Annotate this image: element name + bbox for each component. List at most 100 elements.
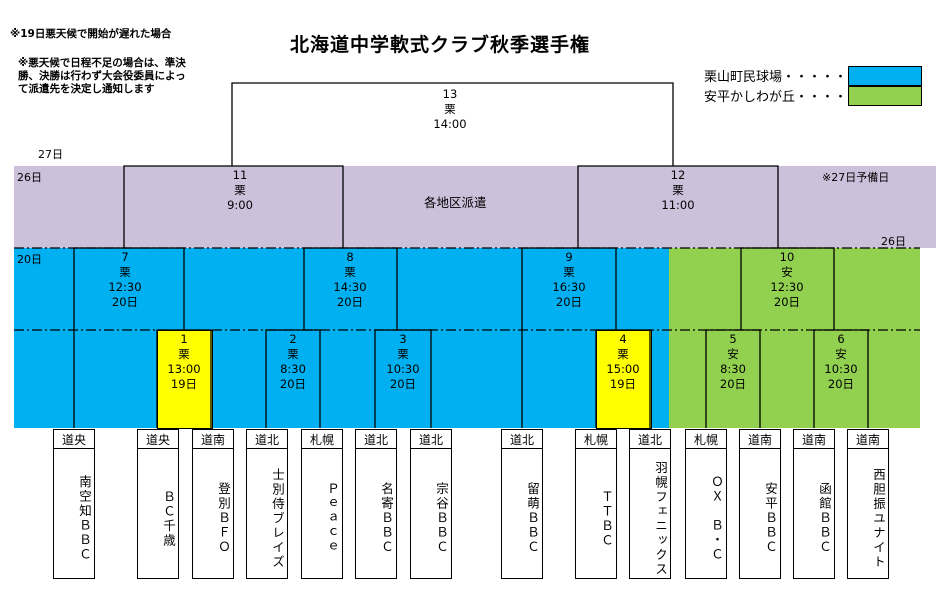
- game-8-day: 20日: [336, 295, 364, 309]
- game-4-time: 15:00: [606, 362, 640, 376]
- kuriyama-band: [14, 248, 669, 428]
- game-13-venue: 栗: [444, 102, 456, 116]
- game-5-venue: 安: [727, 347, 739, 361]
- game-12: 12 栗 11:00: [648, 168, 708, 213]
- reserve-day-note: ※27日予備日: [822, 171, 890, 184]
- game-4-number: 4: [619, 332, 627, 346]
- legend-kuriyama-label: 栗山町民球場・・・・・・: [704, 70, 861, 85]
- game-12-number: 12: [670, 168, 686, 182]
- game-4-venue: 栗: [617, 347, 629, 361]
- team-11-region: 札幌: [685, 429, 727, 449]
- legend-abira-label: 安平かしわが丘・・・・・: [704, 90, 861, 105]
- game-6-time: 10:30: [824, 362, 858, 376]
- team-6-name-text: 名寄ＢＢＣ: [379, 482, 394, 555]
- game-10-venue: 安: [781, 265, 793, 279]
- game-3: 3 栗 10:30 20日: [373, 332, 433, 392]
- team-4-name-text: 士別侍ブレイズ: [270, 467, 285, 570]
- team-3-region: 道南: [192, 429, 234, 449]
- game-1-cell: [157, 330, 213, 429]
- team-13-name: 函館ＢＢＣ: [793, 449, 835, 579]
- game-9-day: 20日: [555, 295, 583, 309]
- legend-abira-swatch: [848, 86, 922, 106]
- date-20: 20日: [17, 253, 42, 266]
- game-11-time: 9:00: [227, 198, 253, 212]
- game-12-time: 11:00: [661, 198, 695, 212]
- team-1-name: 南空知ＢＢＣ: [53, 449, 95, 579]
- game-10-number: 10: [779, 250, 795, 264]
- game-6-day: 20日: [827, 377, 855, 391]
- team-13-region: 道南: [793, 429, 835, 449]
- game-2-number: 2: [289, 332, 297, 346]
- game-2-day: 20日: [279, 377, 307, 391]
- game-4: 4 栗 15:00 19日: [593, 332, 653, 392]
- game-9-number: 9: [565, 250, 573, 264]
- team-6-name: 名寄ＢＢＣ: [355, 449, 397, 579]
- game-2-venue: 栗: [287, 347, 299, 361]
- game-7-day: 20日: [111, 295, 139, 309]
- game-6: 6 安 10:30 20日: [811, 332, 871, 392]
- game-13: 13 栗 14:00: [420, 87, 480, 132]
- game-7-number: 7: [121, 250, 129, 264]
- team-10-region: 道北: [629, 429, 671, 449]
- game-4-day: 19日: [609, 377, 637, 391]
- legend-kuriyama-swatch: [848, 66, 922, 86]
- note-line3: 勝、決勝は行わず大会役委員によっ: [18, 70, 186, 82]
- abira-band: [669, 248, 920, 428]
- page-title: 北海道中学軟式クラブ秋季選手権: [290, 34, 591, 56]
- team-8-region: 道北: [501, 429, 543, 449]
- game-11-venue: 栗: [234, 183, 246, 197]
- game-6-venue: 安: [835, 347, 847, 361]
- team-14-region: 道南: [847, 429, 889, 449]
- game-5-day: 20日: [719, 377, 747, 391]
- game-1-day: 19日: [170, 377, 198, 391]
- game-8-number: 8: [346, 250, 354, 264]
- team-14-name: 西胆振ユナイト: [847, 449, 889, 579]
- game-1-number: 1: [180, 332, 188, 346]
- team-11-name: ＯＸ Ｂ・Ｃ: [685, 449, 727, 579]
- game-3-venue: 栗: [397, 347, 409, 361]
- game-9: 9 栗 16:30 20日: [539, 250, 599, 310]
- game-9-time: 16:30: [552, 280, 586, 294]
- game-10-time: 12:30: [770, 280, 804, 294]
- team-1-region: 道央: [53, 429, 95, 449]
- team-7-name-text: 宗谷ＢＢＣ: [434, 482, 449, 555]
- game-11: 11 栗 9:00: [210, 168, 270, 213]
- game-2-time: 8:30: [280, 362, 306, 376]
- game-1: 1 栗 13:00 19日: [154, 332, 214, 392]
- date-27: 27日: [38, 148, 63, 161]
- game-9-venue: 栗: [563, 265, 575, 279]
- team-4-region: 道北: [246, 429, 288, 449]
- game-8-venue: 栗: [344, 265, 356, 279]
- team-8-name-text: 留萌ＢＢＣ: [525, 482, 540, 555]
- note-line2: ※悪天候で日程不足の場合は、準決: [18, 57, 186, 69]
- game-2: 2 栗 8:30 20日: [263, 332, 323, 392]
- team-2-name: ＢＣ千歳: [137, 449, 179, 579]
- team-10-name-text: 羽幌フェニックス: [653, 460, 668, 577]
- date-26-right: 26日: [881, 235, 906, 248]
- game-10-day: 20日: [773, 295, 801, 309]
- team-14-name-text: 西胆振ユナイト: [871, 467, 886, 570]
- team-5-name: Ｐｅａｃｅ: [301, 449, 343, 579]
- game-8-time: 14:30: [333, 280, 367, 294]
- team-9-name-text: ＴＴＢＣ: [599, 489, 614, 548]
- note-delay: ※19日悪天候で開始が遅れた場合: [10, 28, 172, 40]
- game-7-time: 12:30: [108, 280, 142, 294]
- team-2-region: 道央: [137, 429, 179, 449]
- team-7-region: 道北: [410, 429, 452, 449]
- team-6-region: 道北: [355, 429, 397, 449]
- game-1-venue: 栗: [178, 347, 190, 361]
- reserve-band-26: [14, 166, 936, 248]
- team-3-name-text: 登別ＢＦＯ: [216, 482, 231, 555]
- date-26-left: 26日: [17, 171, 42, 184]
- team-11-name-text: ＯＸ Ｂ・Ｃ: [709, 475, 724, 562]
- team-10-name: 羽幌フェニックス: [629, 449, 671, 579]
- game-3-day: 20日: [389, 377, 417, 391]
- team-12-name-text: 安平ＢＢＣ: [763, 482, 778, 555]
- dispatch-label: 各地区派遣: [424, 195, 487, 210]
- team-12-region: 道南: [739, 429, 781, 449]
- game-13-number: 13: [442, 87, 458, 101]
- game-1-time: 13:00: [167, 362, 201, 376]
- game-11-number: 11: [232, 168, 248, 182]
- game-8: 8 栗 14:30 20日: [320, 250, 380, 310]
- note-line4: て派遣先を決定し通知します: [18, 83, 155, 95]
